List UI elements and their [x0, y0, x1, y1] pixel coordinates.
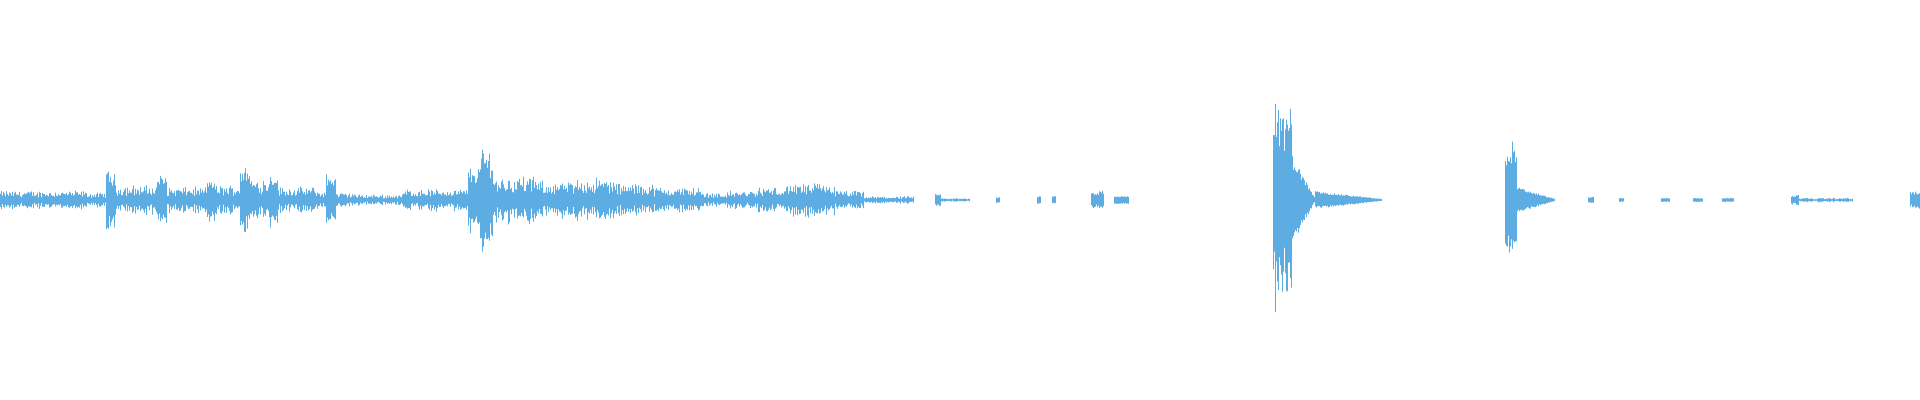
waveform-segment-38 [1279, 108, 1292, 292]
waveform-segment-41 [1505, 141, 1517, 253]
waveform-segment-17 [468, 168, 480, 234]
waveform-trace [0, 103, 1920, 313]
waveform-segment-33 [1037, 196, 1041, 204]
waveform-segment-34 [1052, 196, 1056, 204]
waveform-segment-46 [1693, 198, 1703, 202]
waveform-segment-48 [1791, 195, 1799, 206]
waveform-segment-4 [157, 175, 167, 223]
waveform-segment-6 [207, 182, 215, 222]
waveform-segment-30 [935, 194, 941, 206]
waveform-segment-37 [1273, 103, 1279, 313]
waveform-segment-43 [1588, 197, 1594, 203]
waveform-segment-44 [1619, 198, 1624, 202]
waveform-segment-45 [1661, 198, 1670, 202]
waveform-segment-50 [1910, 191, 1920, 209]
waveform-segment-40 [1315, 191, 1382, 208]
waveform-segment-13 [326, 174, 336, 223]
waveform-segment-18 [480, 149, 493, 252]
waveform-segment-31 [941, 198, 970, 202]
waveform-segment-47 [1722, 198, 1734, 202]
waveform-segment-49 [1799, 197, 1853, 203]
waveform-segment-10 [269, 177, 278, 228]
waveform-segment-12 [317, 192, 326, 209]
waveform-segment-21 [576, 177, 614, 221]
waveform-segment-36 [1114, 196, 1129, 204]
waveform-segment-32 [996, 197, 1000, 203]
waveform-segment-39 [1292, 155, 1315, 239]
waveform-segment-35 [1091, 190, 1104, 208]
waveform-segment-42 [1517, 187, 1555, 212]
waveform-segment-19 [493, 176, 538, 225]
